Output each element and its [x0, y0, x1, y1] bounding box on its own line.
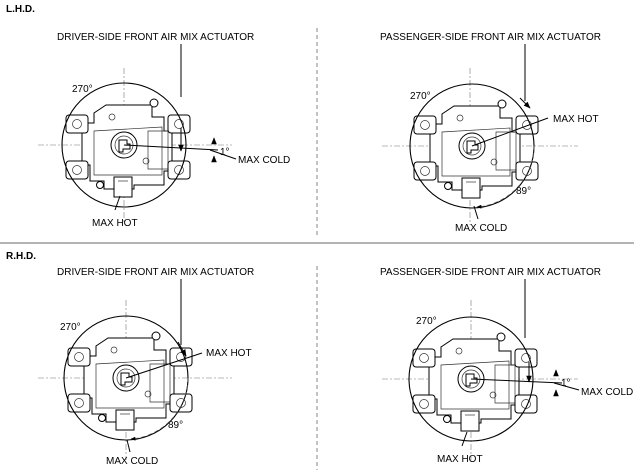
panel-lhd-passenger: PASSENGER-SIDE FRONT AIR MIX ACTUATOR 27… [380, 32, 601, 234]
panel-title: PASSENGER-SIDE FRONT AIR MIX ACTUATOR [380, 32, 601, 43]
rotation-arrow [177, 341, 187, 357]
max-hot-label: MAX HOT [437, 454, 483, 465]
max-hot-label: MAX HOT [92, 218, 138, 229]
panel-title: DRIVER-SIDE FRONT AIR MIX ACTUATOR [57, 267, 254, 278]
max-cold-label: MAX COLD [581, 387, 633, 398]
rotation-arrow [519, 97, 531, 109]
panel-lhd-driver: DRIVER-SIDE FRONT AIR MIX ACTUATOR 270° … [38, 32, 290, 229]
max-hot-label: MAX HOT [553, 114, 599, 125]
angle-label: 270° [60, 322, 81, 333]
rotation-arc-89 [130, 377, 189, 441]
degree-label: 89° [516, 186, 531, 197]
rotation-arc-89 [476, 145, 535, 209]
small-angle-label: 1° [220, 147, 230, 158]
panel-title: DRIVER-SIDE FRONT AIR MIX ACTUATOR [57, 32, 254, 43]
rotation-circle [408, 316, 534, 442]
section-heading-lhd: L.H.D. [6, 4, 35, 15]
panel-title: PASSENGER-SIDE FRONT AIR MIX ACTUATOR [380, 267, 601, 278]
angle-label: 270° [410, 91, 431, 102]
angle-label: 270° [416, 316, 437, 327]
degree-label: 89° [168, 420, 183, 431]
panel-rhd-passenger: PASSENGER-SIDE FRONT AIR MIX ACTUATOR 27… [380, 267, 633, 465]
section-heading-rhd: R.H.D. [6, 251, 36, 262]
panel-rhd-driver: DRIVER-SIDE FRONT AIR MIX ACTUATOR 270° … [38, 267, 254, 467]
max-cold-label: MAX COLD [238, 155, 290, 166]
max-cold-label: MAX COLD [455, 223, 507, 234]
rotation-circle [61, 82, 187, 208]
max-hot-label: MAX HOT [206, 348, 252, 359]
small-angle-label: 1° [561, 378, 571, 389]
max-cold-label: MAX COLD [106, 456, 158, 467]
angle-label: 270° [72, 84, 93, 95]
